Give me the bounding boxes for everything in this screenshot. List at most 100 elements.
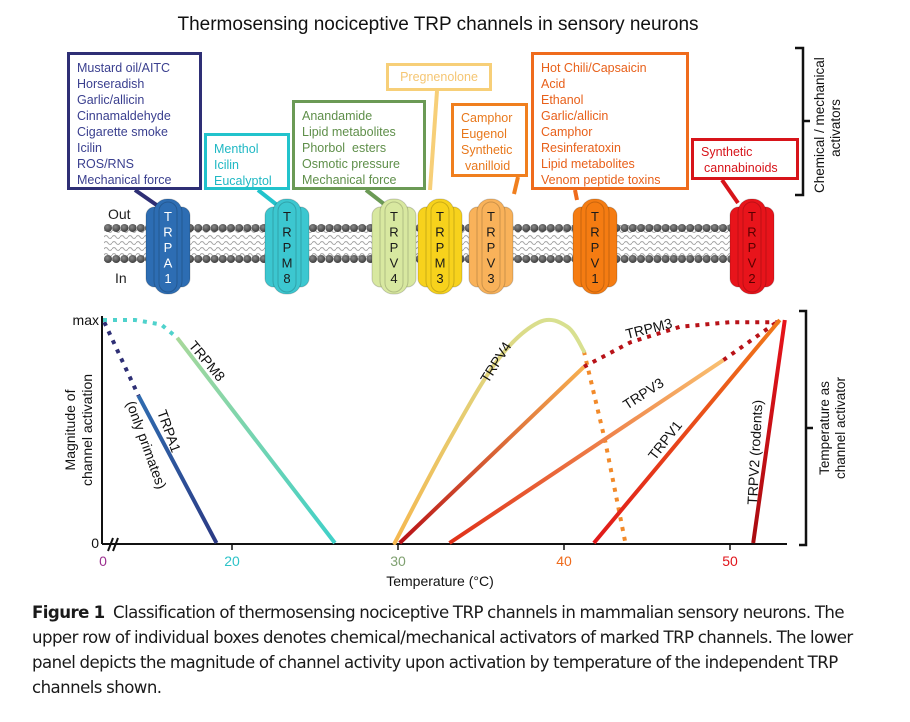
activator-box-trpv3: Camphor Eugenol Synthetic vanilloid (451, 103, 528, 177)
activator-item: Garlic/allicin (77, 93, 145, 107)
lipid-head (112, 224, 121, 232)
lipid-head (194, 224, 203, 232)
lipid-head (309, 255, 317, 263)
series-trpm3 (398, 320, 780, 545)
activator-item: Garlic/allicin (541, 109, 609, 123)
lipid-head (350, 255, 358, 263)
lipid-head (202, 255, 211, 263)
lipid-head (686, 255, 695, 263)
lipid-head (719, 224, 727, 232)
activator-item: Camphor (461, 111, 513, 125)
activator-item: vanilloid (465, 159, 511, 173)
activator-item: Mechanical force (302, 173, 397, 187)
side-label-chemical-line-2: activators (828, 99, 843, 157)
channel-trpv3: TRPV3 (468, 198, 514, 295)
figure-title: Thermosensing nociceptive TRP channels i… (177, 14, 699, 35)
lipid-head (194, 255, 203, 263)
connector-trpv4 (364, 188, 386, 206)
series-trpv2 (751, 319, 787, 544)
side-label-chemical: Chemical / mechanical activators (812, 57, 844, 193)
series-solid-segment (592, 318, 782, 545)
lipid-head (341, 224, 350, 232)
bracket-temperature (799, 309, 813, 547)
activator-item: Mustard oil/AITC (77, 61, 171, 75)
lipid-head (243, 255, 252, 263)
channel-letter: T (487, 209, 495, 224)
caption-text: Classification of thermosensing nocicept… (32, 603, 853, 697)
activator-item: Osmotic pressure (302, 157, 400, 171)
channel-letter: P (748, 240, 757, 255)
lipid-head (702, 255, 711, 263)
channel-pore (430, 201, 450, 293)
lipid-head (325, 224, 334, 232)
connector-trpm3 (428, 90, 439, 191)
x-tick-label-50: 50 (722, 553, 738, 569)
axis-break-icon (107, 537, 119, 552)
connector-trpv2 (720, 178, 740, 205)
lipid-head (694, 224, 703, 232)
channel-letter: R (486, 225, 495, 240)
channel-letter: T (748, 209, 756, 224)
series-solid-curve (392, 317, 586, 545)
activator-item: Lipid metabolites (302, 125, 396, 139)
y-axis-label-line-2: channel activation (79, 374, 95, 486)
activator-item: Ethanol (541, 93, 584, 107)
lipid-head (686, 224, 695, 232)
channel-letter: P (591, 240, 600, 255)
lipid-head (120, 224, 129, 232)
activator-item: Eucalyptol (214, 174, 272, 188)
series-dotted-segment (581, 350, 628, 544)
lipid-head (546, 255, 555, 263)
y-tick-label-max: max (73, 312, 99, 328)
channel-letter: M (282, 256, 293, 271)
lipid-head (235, 255, 244, 263)
activator-box-trpm8: Menthol Icilin Eucalyptol (204, 133, 290, 190)
lipid-head (317, 224, 326, 232)
lipid-head (128, 224, 137, 232)
activator-item: Synthetic (461, 143, 513, 157)
channel-letter: T (164, 209, 172, 224)
membrane-in-label: In (115, 270, 127, 286)
activator-box-trpv2: Synthetic cannabinoids (691, 138, 799, 180)
lipid-head (251, 224, 260, 232)
channel-letter: P (436, 240, 445, 255)
channel-letter: R (590, 225, 599, 240)
channel-letter: A (164, 256, 173, 271)
channel-trpa1: TRPA1 (145, 198, 191, 295)
x-tick-label-0: 0 (99, 553, 107, 569)
lipid-head (555, 224, 563, 232)
lipid-head (358, 224, 367, 232)
activator-item: Pregnenolone (400, 70, 478, 84)
lipid-head (563, 255, 572, 263)
lipid-head (227, 255, 235, 263)
channel-letter: R (163, 225, 172, 240)
lipid-head (333, 224, 342, 232)
series-dotted-segment (582, 320, 780, 369)
lipid-head (620, 255, 629, 263)
activator-item: Anandamide (302, 109, 373, 123)
lipid-head (522, 255, 531, 263)
series-labels: TRPM8 TRPA1 (only primates) TRPV4 TRPM3 … (123, 315, 765, 505)
lipid-head (678, 255, 686, 263)
series-label-trpv4: TRPV4 (477, 339, 515, 386)
channel-letter: V (591, 256, 600, 271)
y-axis-label: Magnitude of channel activation (62, 374, 95, 486)
activator-item: cannabinoids (704, 161, 778, 175)
channel-trpm3: TRPM3 (417, 198, 463, 295)
lipid-head (120, 255, 129, 263)
series-label-trpv2: TRPV2 (rodents) (744, 399, 765, 505)
lipid-head (210, 224, 219, 232)
activator-box-trpv1: Hot Chili/Capsaicin Acid Ethanol Garlic/… (531, 52, 689, 190)
channel-letter: T (436, 209, 444, 224)
series-solid-segment (398, 365, 586, 545)
lipid-head (514, 224, 522, 232)
lipid-head (136, 224, 145, 232)
series-trpv4 (392, 317, 628, 545)
channel-letter: T (283, 209, 291, 224)
lipid-head (251, 255, 260, 263)
lipid-head (136, 255, 145, 263)
series-solid-segment (448, 358, 725, 545)
side-label-temperature-line-1: Temperature as (817, 381, 832, 475)
channel-letter: R (747, 225, 756, 240)
lipid-head (645, 255, 654, 263)
